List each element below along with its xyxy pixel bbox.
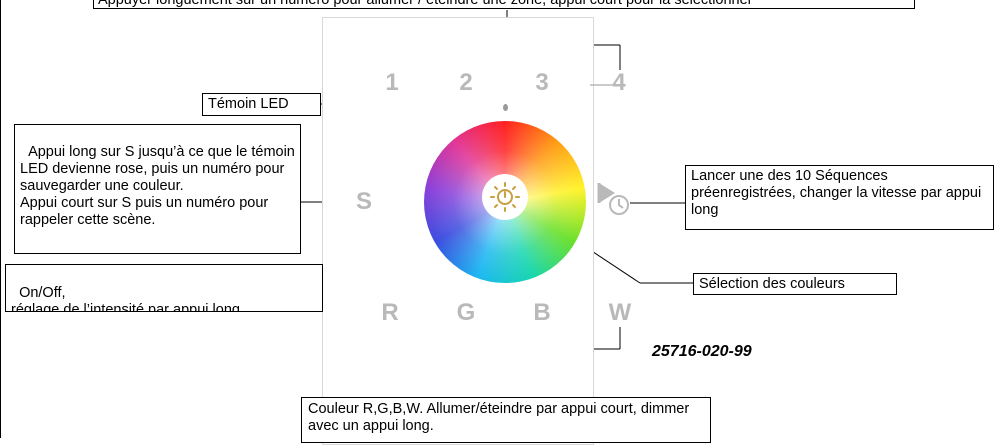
zone-4-mark-icon xyxy=(590,84,618,86)
scene-key-s[interactable]: S xyxy=(355,188,373,215)
on-off-label: On/Off, réglage de l’intensité par appui… xyxy=(11,285,240,312)
led-label-box: Témoin LED xyxy=(202,93,321,116)
color-key-g[interactable]: G xyxy=(456,299,476,326)
on-off-box: On/Off, réglage de l’intensité par appui… xyxy=(5,264,323,312)
zone-key-4[interactable]: 4 xyxy=(612,69,626,96)
color-select-box: Sélection des couleurs xyxy=(693,273,897,295)
zone-instruction-text: Appuyer longuement sur un numéro pour al… xyxy=(98,0,753,8)
zone-key-1[interactable]: 1 xyxy=(385,69,399,96)
sequences-box: Lancer une des 10 Séquences préenregistr… xyxy=(685,165,994,230)
rgbw-label: Couleur R,G,B,W. Allumer/éteindre par ap… xyxy=(308,401,690,434)
sequences-label: Lancer une des 10 Séquences préenregistr… xyxy=(691,168,982,218)
led-indicator xyxy=(503,104,508,111)
color-key-r[interactable]: R xyxy=(381,299,399,326)
sequence-play-timer-icon[interactable] xyxy=(597,181,633,217)
scene-instructions: Appui long sur S jusqu’à ce que le témoi… xyxy=(20,144,295,228)
zone-key-2[interactable]: 2 xyxy=(459,69,473,96)
rgbw-box: Couleur R,G,B,W. Allumer/éteindre par ap… xyxy=(301,397,711,443)
zone-instruction-box: Appuyer longuement sur un numéro pour al… xyxy=(93,0,915,9)
power-button[interactable] xyxy=(482,174,528,220)
zone-key-3[interactable]: 3 xyxy=(535,69,549,96)
color-select-label: Sélection des couleurs xyxy=(699,276,845,292)
page-edge-line xyxy=(0,0,1,438)
color-key-b[interactable]: B xyxy=(533,299,551,326)
product-code: 25716-020-99 xyxy=(652,343,752,360)
scene-instructions-box: Appui long sur S jusqu’à ce que le témoi… xyxy=(14,124,301,254)
power-icon xyxy=(490,182,520,212)
led-label: Témoin LED xyxy=(208,96,289,112)
color-key-w[interactable]: W xyxy=(608,299,632,326)
